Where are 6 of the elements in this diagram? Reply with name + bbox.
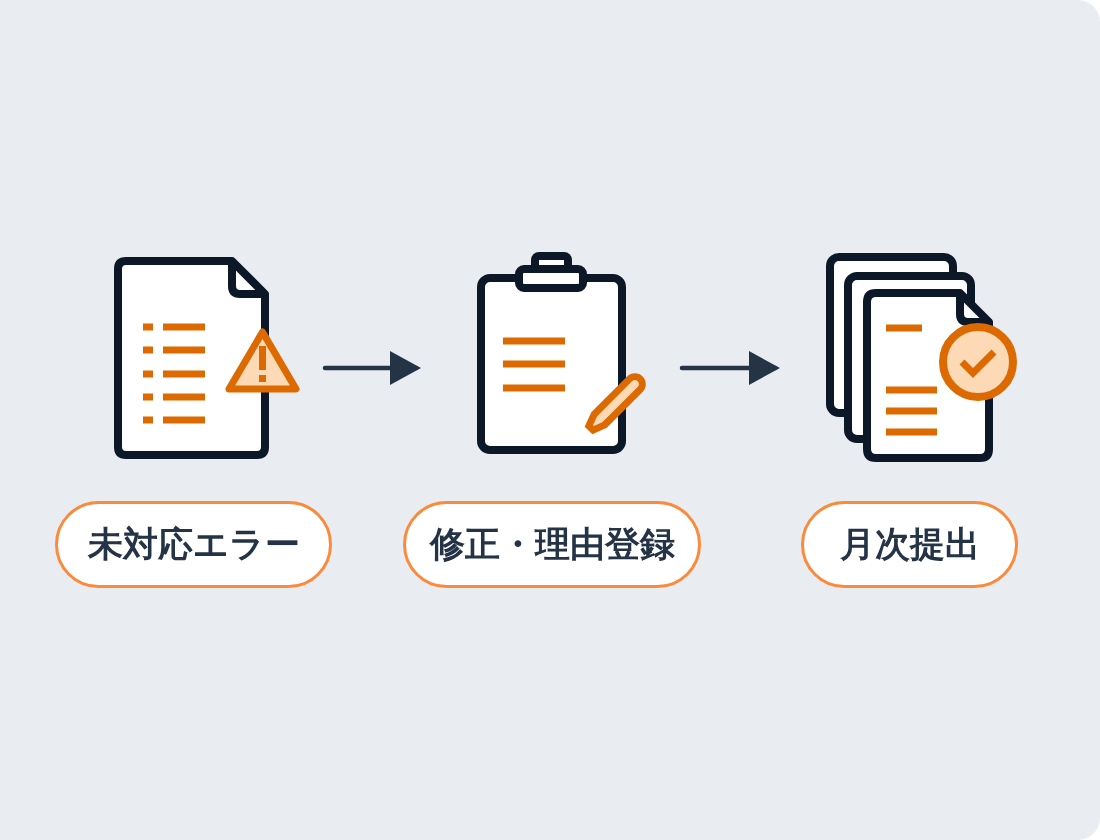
step-pill: 未対応エラー: [55, 501, 332, 588]
step-pill: 修正・理由登録: [403, 501, 701, 588]
arrow: [322, 351, 421, 385]
document-warning-icon: [114, 257, 302, 459]
arrow: [679, 351, 780, 385]
step-pill: 月次提出: [801, 501, 1018, 588]
